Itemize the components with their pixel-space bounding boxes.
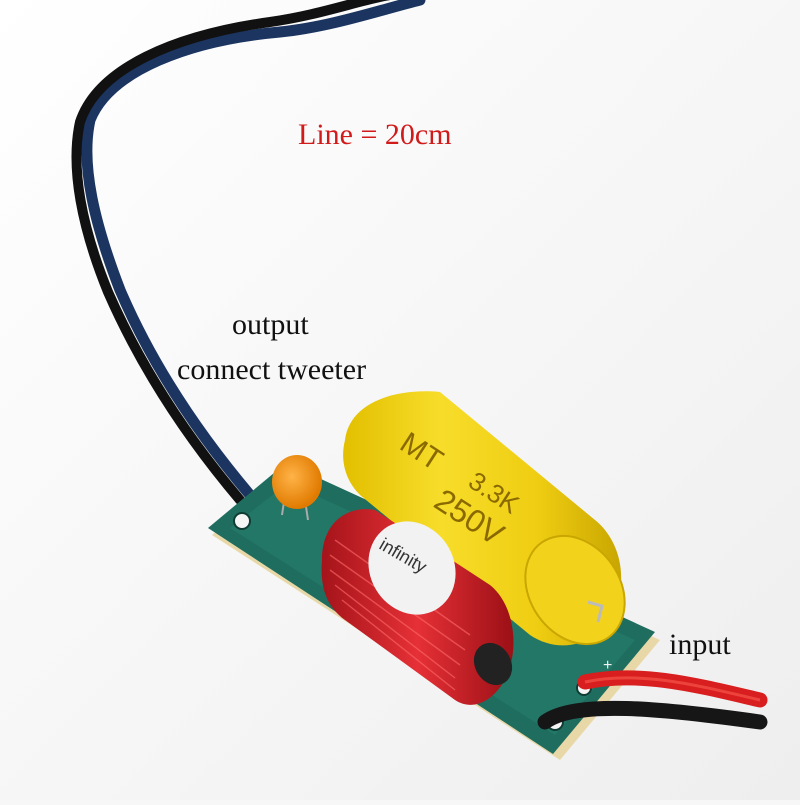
input-wire xyxy=(537,670,768,730)
pcb-minus-sign: - xyxy=(520,739,525,756)
disc-capacitor xyxy=(272,455,322,521)
film-capacitor: MT 3.3K 250V xyxy=(343,391,626,646)
pcb-plus-sign: + xyxy=(603,657,612,674)
line-length-label: Line = 20cm xyxy=(298,118,452,151)
output-wire xyxy=(71,0,426,505)
coil-inductor: infinity xyxy=(321,509,514,705)
output-label: output xyxy=(232,308,309,341)
input-label: input xyxy=(669,628,731,661)
connect-tweeter-label: connect tweeter xyxy=(177,353,367,386)
